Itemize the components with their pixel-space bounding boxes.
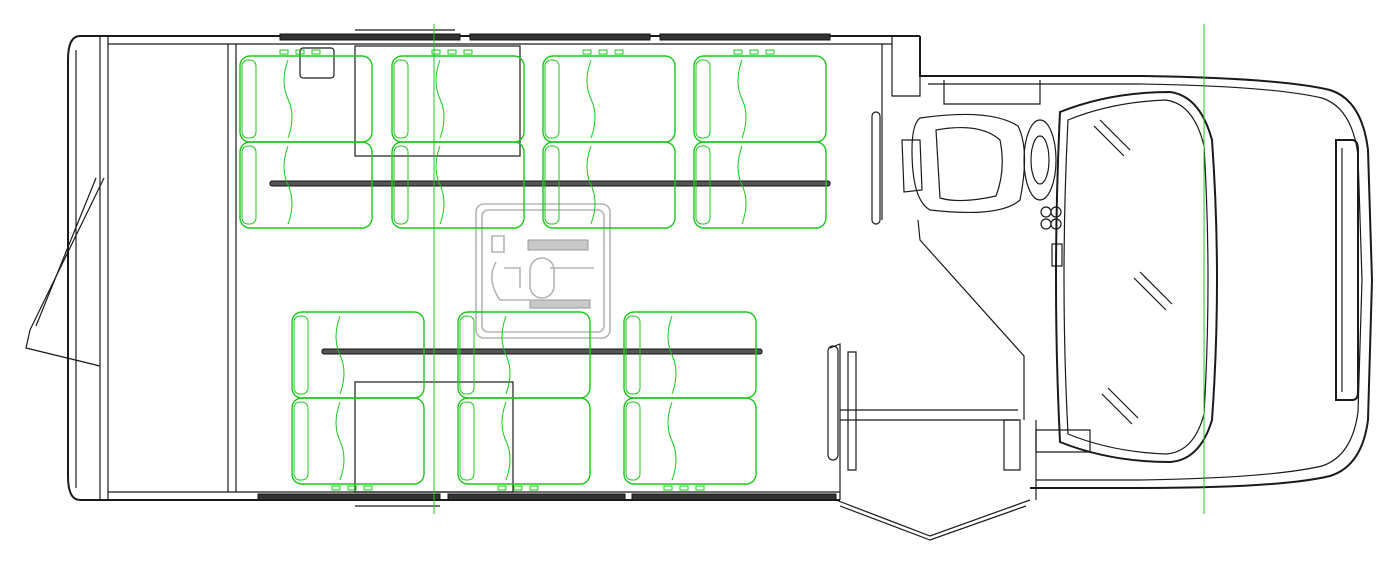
seat-cushion <box>391 141 525 229</box>
seat-cushion <box>693 141 827 229</box>
seat-contour <box>501 315 511 395</box>
seat-cushion <box>291 311 425 399</box>
seat-backrest <box>625 315 641 395</box>
seat-mount <box>311 49 321 55</box>
seat-contour <box>435 145 445 225</box>
seat-cushion <box>239 141 373 229</box>
seat-backrest <box>625 401 641 481</box>
seat-unit <box>693 49 827 229</box>
seat-backrest <box>293 315 309 395</box>
seat-cushion <box>693 55 827 143</box>
seat-unit <box>542 49 676 229</box>
seat-mount <box>279 49 289 55</box>
seat-mount <box>331 485 341 491</box>
seat-contour <box>501 401 511 481</box>
seat-contour <box>737 59 747 139</box>
seat-backrest <box>544 145 560 225</box>
seat-cushion <box>457 397 591 485</box>
seat-cushion <box>391 55 525 143</box>
seat-mount <box>363 485 373 491</box>
passenger-seats <box>239 49 827 491</box>
seat-contour <box>283 59 293 139</box>
seat-cushion <box>239 55 373 143</box>
seat-mount <box>663 485 673 491</box>
seat-contour <box>435 59 445 139</box>
seat-backrest <box>459 315 475 395</box>
seat-backrest <box>293 401 309 481</box>
bus-body-outline <box>25 29 921 507</box>
seat-unit <box>457 311 591 491</box>
seat-backrest <box>695 59 711 139</box>
seat-cushion <box>457 311 591 399</box>
seat-contour <box>335 315 345 395</box>
seat-mount <box>497 485 507 491</box>
seat-contour <box>737 145 747 225</box>
tables <box>299 45 521 493</box>
seat-cushion <box>623 397 757 485</box>
entry-door <box>829 343 1031 541</box>
seat-unit <box>623 311 757 491</box>
seat-mount <box>679 485 689 491</box>
seat-mount <box>447 49 457 55</box>
seat-cushion <box>542 55 676 143</box>
seat-backrest <box>393 145 409 225</box>
seat-mount <box>295 49 305 55</box>
seat-mount <box>347 485 357 491</box>
seat-mount <box>463 49 473 55</box>
seat-mount <box>529 485 539 491</box>
seat-mount <box>749 49 759 55</box>
seat-contour <box>586 145 596 225</box>
seat-cushion <box>623 311 757 399</box>
seat-backrest <box>695 145 711 225</box>
seat-unit <box>391 49 525 229</box>
seat-mount <box>695 485 705 491</box>
seat-backrest <box>459 401 475 481</box>
seat-contour <box>283 145 293 225</box>
seat-unit <box>239 49 373 229</box>
seat-contour <box>586 59 596 139</box>
seat-mount <box>513 485 523 491</box>
grab-rails <box>269 111 881 461</box>
cab-outline <box>901 36 1374 500</box>
seat-unit <box>291 311 425 491</box>
seat-mount <box>733 49 743 55</box>
seat-mount <box>431 49 441 55</box>
seat-mount <box>765 49 775 55</box>
seat-contour <box>667 315 677 395</box>
seat-mount <box>582 49 592 55</box>
seat-contour <box>335 401 345 481</box>
seat-backrest <box>544 59 560 139</box>
seat-backrest <box>241 59 257 139</box>
seat-mount <box>614 49 624 55</box>
seat-cushion <box>291 397 425 485</box>
seat-backrest <box>241 145 257 225</box>
seat-cushion <box>542 141 676 229</box>
seat-contour <box>667 401 677 481</box>
reference-lines <box>433 24 1205 514</box>
seat-backrest <box>393 59 409 139</box>
seat-mount <box>598 49 608 55</box>
